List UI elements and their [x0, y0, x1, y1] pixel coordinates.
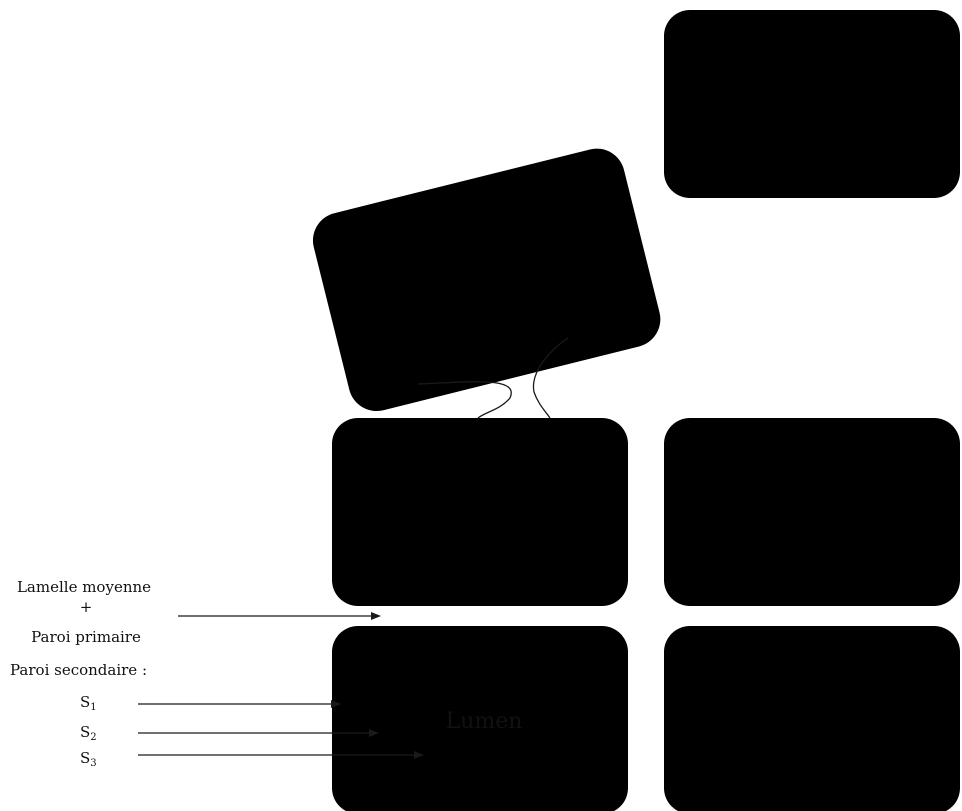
- cell-middle-right: [664, 418, 960, 606]
- cell-connection-right: [532, 337, 569, 419]
- s2-base: S: [80, 723, 90, 741]
- plus-label: +: [80, 598, 93, 616]
- s3-sub: 3: [90, 758, 96, 769]
- s1-sub: 1: [90, 702, 96, 713]
- arrow-s3: [138, 751, 424, 759]
- arrow-lamelle-paroi-primaire: [178, 612, 381, 620]
- lamelle-moyenne-label: Lamelle moyenne: [17, 578, 151, 596]
- s3-label: S3: [80, 749, 97, 769]
- cell-connection-left: [417, 381, 512, 419]
- s2-sub: 2: [90, 732, 96, 743]
- s1-base: S: [80, 693, 90, 711]
- paroi-secondaire-label: Paroi secondaire :: [10, 661, 147, 679]
- arrow-s1: [138, 700, 341, 708]
- cell-top-right: [664, 10, 960, 198]
- s1-label: S1: [80, 693, 97, 713]
- lumen-label: Lumen: [446, 709, 523, 734]
- s2-label: S2: [80, 723, 97, 743]
- cell-tilted: [307, 142, 667, 418]
- cell-middle-left: [332, 418, 628, 606]
- arrow-s2: [138, 729, 379, 737]
- cell-bottom-right: [664, 626, 960, 811]
- paroi-primaire-label: Paroi primaire: [31, 628, 141, 646]
- s3-base: S: [80, 749, 90, 767]
